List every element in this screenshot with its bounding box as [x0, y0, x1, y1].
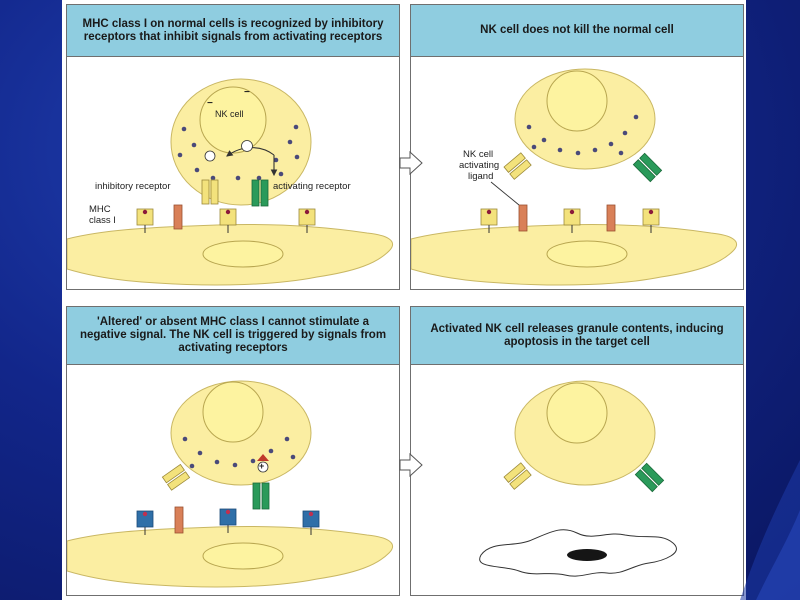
plus-sign: + [259, 461, 264, 472]
nk-cell-nucleus [547, 71, 607, 131]
ligand-label-line3: ligand [468, 171, 493, 182]
nk-cell-figure: MHC class I on normal cells is recognize… [62, 0, 746, 600]
arrow-right-bottom-icon [398, 452, 424, 478]
mhc-label-line2: class I [89, 215, 116, 226]
panel-altered-mhc: 'Altered' or absent MHC class I cannot s… [66, 306, 400, 596]
inhibitory-receptor [504, 463, 531, 489]
panel-3-title: 'Altered' or absent MHC class I cannot s… [67, 307, 399, 365]
activating-receptor [253, 483, 269, 509]
nk-cell-nucleus [547, 383, 607, 443]
minus-sign-1: − [244, 87, 250, 98]
nk-cell-nucleus [203, 382, 263, 442]
inhibitory-receptor [162, 464, 189, 490]
panel-1-title: MHC class I on normal cells is recognize… [67, 5, 399, 57]
panel-normal-recognition: MHC class I on normal cells is recognize… [66, 4, 400, 290]
panel-3-diagram [67, 365, 401, 597]
ligand-pointer [491, 182, 519, 205]
target-cell-nucleus [547, 241, 627, 267]
activating-receptor [633, 153, 661, 181]
target-cell-nucleus [203, 241, 283, 267]
activating-receptor-label: activating receptor [273, 181, 351, 192]
target-cell-nucleus [203, 543, 283, 569]
nk-cell-label: NK cell [215, 109, 244, 120]
slide-corner-accent [740, 460, 800, 600]
panel-apoptosis: Activated NK cell releases granule conte… [410, 306, 744, 596]
panel-1-diagram [67, 57, 401, 291]
mhc-label-line1: MHC [89, 204, 111, 215]
panel-4-diagram [411, 365, 745, 597]
activating-ligand [175, 507, 183, 533]
panel-no-kill: NK cell does not kill the normal cell [410, 4, 744, 290]
arrow-right-top-icon [398, 150, 424, 176]
nk-cell-nucleus [200, 87, 266, 153]
panel-2-title: NK cell does not kill the normal cell [411, 5, 743, 57]
inhibitory-receptor [504, 153, 531, 179]
activating-receptor [635, 463, 663, 491]
ligand-label-line1: NK cell [463, 149, 493, 160]
ligand-label-line2: activating [459, 160, 499, 171]
panel-4-title: Activated NK cell releases granule conte… [411, 307, 743, 365]
minus-sign-2: − [207, 98, 213, 109]
inhibitory-receptor-label: inhibitory receptor [95, 181, 171, 192]
panel-2-diagram [411, 57, 745, 291]
activating-ligand [174, 205, 182, 229]
condensed-nucleus [567, 549, 607, 561]
